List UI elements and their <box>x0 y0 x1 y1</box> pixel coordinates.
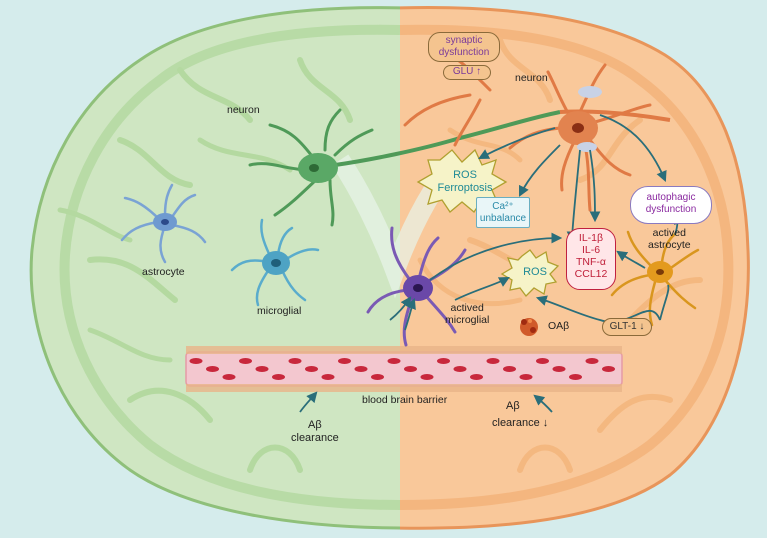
red-blood-cell <box>255 366 269 372</box>
red-blood-cell <box>239 358 252 364</box>
label-actived-astrocyte: actived astrocyte <box>648 227 691 251</box>
red-blood-cell <box>486 358 500 364</box>
ros-ferroptosis-text: ROS Ferroptosis <box>433 169 497 194</box>
cytokine-il1b: IL-1β <box>578 232 604 244</box>
red-blood-cell <box>585 358 599 364</box>
ab-left-line1: Aβ <box>308 419 322 431</box>
cytokine-tnfa: TNF-α <box>576 256 606 269</box>
ros-top-line1: ROS <box>453 169 477 181</box>
ros-burst <box>500 249 560 297</box>
synaptic-dysfunction-badge: synaptic dysfunction <box>428 32 500 62</box>
red-blood-cell <box>371 374 384 380</box>
label-microglial: microglial <box>257 305 302 317</box>
actived-astrocyte-line2: astrocyte <box>648 239 691 252</box>
red-blood-cell <box>387 358 401 364</box>
ros-top-line2: Ferroptosis <box>437 181 493 194</box>
label-actived-microglial: actived microglial <box>445 302 489 326</box>
ab-right-line2: clearance ↓ <box>492 416 549 429</box>
cytokine-il6: IL-6 <box>581 244 601 257</box>
healthy-microglial <box>230 218 320 307</box>
actived-microglial <box>366 226 467 347</box>
glt-connector <box>659 284 670 321</box>
red-blood-cell <box>321 374 335 380</box>
red-blood-cell <box>503 366 516 372</box>
diseased-neuron <box>403 53 671 212</box>
red-blood-cell <box>569 374 582 380</box>
red-blood-cell <box>272 374 285 380</box>
label-ab-clearance-left: Aβ clearance <box>291 419 339 444</box>
cytokine-ccl12: CCL12 <box>574 268 608 281</box>
autophagic-dysfunction-badge: autophagic dysfunction <box>630 186 712 224</box>
autophagic-line1: autophagic <box>646 192 696 203</box>
ca-unbalance-box: Ca²⁺ unbalance <box>476 197 530 228</box>
red-blood-cell <box>206 366 219 372</box>
cytokine-box: IL-1β IL-6 TNF-α CCL12 <box>566 228 616 290</box>
actived-astrocyte <box>610 230 700 327</box>
healthy-astrocyte <box>120 183 207 264</box>
ca-line2: unbalance <box>479 212 527 224</box>
red-blood-cell <box>552 366 566 372</box>
glu-badge: GLU ↑ <box>443 65 491 80</box>
red-blood-cell <box>453 366 467 372</box>
red-blood-cell <box>222 374 236 380</box>
actived-astrocyte-line1: actived <box>652 227 686 239</box>
red-blood-cell <box>470 374 483 380</box>
glt1-badge: GLT-1 ↓ <box>602 318 652 336</box>
label-oab: OAβ <box>548 320 570 332</box>
label-astrocyte: astrocyte <box>142 266 185 278</box>
label-ab-clearance-right: Aβ clearance ↓ <box>492 400 548 429</box>
red-blood-cell <box>354 366 368 372</box>
red-blood-cell <box>437 358 450 364</box>
red-blood-cell <box>288 358 302 364</box>
ab-right-line1: Aβ <box>506 400 520 412</box>
label-bbb: blood brain barrier <box>362 394 448 406</box>
actived-microglial-line2: microglial <box>445 314 490 327</box>
oab-aggregate <box>520 318 538 336</box>
autophagic-line2: dysfunction <box>645 203 697 215</box>
ca-line1: Ca²⁺ <box>492 201 514 212</box>
red-blood-cell <box>189 358 203 364</box>
synaptic-line1: synaptic <box>445 35 483 46</box>
red-blood-cell <box>519 374 533 380</box>
red-blood-cell <box>338 358 351 364</box>
label-neuron-left: neuron <box>227 104 260 116</box>
healthy-hemisphere <box>29 6 400 530</box>
ros-mid-text: ROS <box>523 266 547 278</box>
label-neuron-right: neuron <box>515 72 548 84</box>
actived-microglial-line1: actived <box>450 302 484 314</box>
red-blood-cell <box>404 366 417 372</box>
red-blood-cell <box>536 358 549 364</box>
red-blood-cell <box>420 374 434 380</box>
synaptic-line2: dysfunction <box>438 46 490 58</box>
red-blood-cell <box>305 366 318 372</box>
ab-left-line2: clearance <box>291 431 339 444</box>
red-blood-cell <box>602 366 615 372</box>
red-blood-cells <box>189 358 615 380</box>
